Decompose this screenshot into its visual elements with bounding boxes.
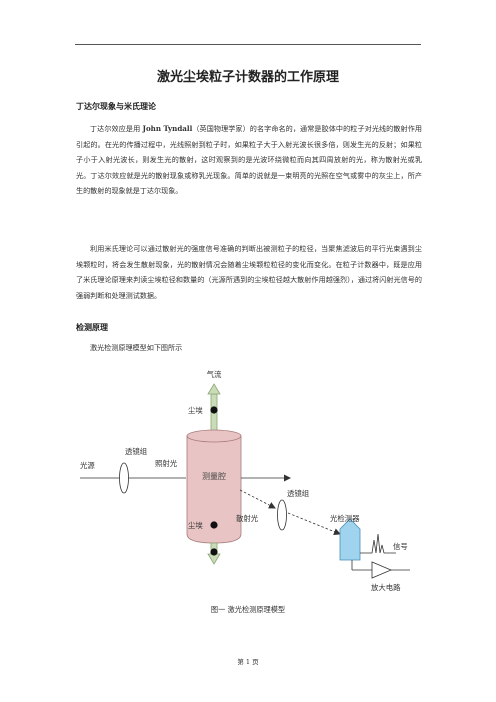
figure-caption: 图一 激光检测原理模型 <box>210 605 286 614</box>
page-title: 激光尘埃粒子计数器的工作原理 <box>156 70 339 85</box>
airflow-arrowhead <box>207 383 221 395</box>
chamber-top <box>186 429 242 443</box>
label-signal: 信号 <box>393 542 408 551</box>
paragraph-mie: 利用米氏理论可以通过散射光的强度信号准确的判断出被测粒子的粒径，当聚焦滤波后的平… <box>76 244 422 300</box>
dust-particle-exit <box>210 548 218 556</box>
label-scattered-light: 散射光 <box>236 514 259 523</box>
label-light-source: 光源 <box>80 461 95 470</box>
label-illumination: 照射光 <box>155 459 178 468</box>
diagram-intro: 激光检测原理模型如下图所示 <box>90 343 183 352</box>
label-lens-group-2: 透镜组 <box>287 489 310 498</box>
label-photodetector: 光检测器 <box>330 514 360 523</box>
scattered-light-ray-1 <box>239 489 276 509</box>
photodetector <box>339 518 361 561</box>
paragraph-tyndall: 丁达尔效应是用 John Tyndall（英国物理学家）的名字命名的，通常是胶体… <box>76 121 422 199</box>
para1-name: John Tyndall <box>142 124 193 133</box>
label-airflow: 气流 <box>207 370 222 379</box>
lens-group-2 <box>277 499 287 531</box>
para1-body: （英国物理学家）的名字命名的，通常是胶体中的粒子对光线的散射作用引起的。在光的传… <box>76 124 422 196</box>
header-rule <box>75 44 421 45</box>
section-heading-tyndall: 丁达尔现象与米氏理论 <box>76 101 156 111</box>
section-heading-detection: 检测原理 <box>76 322 108 332</box>
label-lens-group-1: 透镜组 <box>125 447 148 456</box>
amplifier-triangle <box>371 561 393 579</box>
dust-particle-top <box>210 406 218 414</box>
scattered-light-ray-2 <box>287 512 341 535</box>
label-chamber: 测量腔 <box>202 471 226 481</box>
lens-group-1 <box>119 462 129 494</box>
label-dust-top: 尘埃 <box>188 406 203 415</box>
label-dust-bottom: 尘埃 <box>188 521 203 530</box>
dust-particle-bottom <box>210 521 218 529</box>
para1-lead: 丁达尔效应是用 <box>90 124 143 133</box>
signal-waveform <box>360 533 396 554</box>
page-number: 第 1 页 <box>237 658 259 666</box>
label-amplifier: 放大电路 <box>371 583 401 592</box>
